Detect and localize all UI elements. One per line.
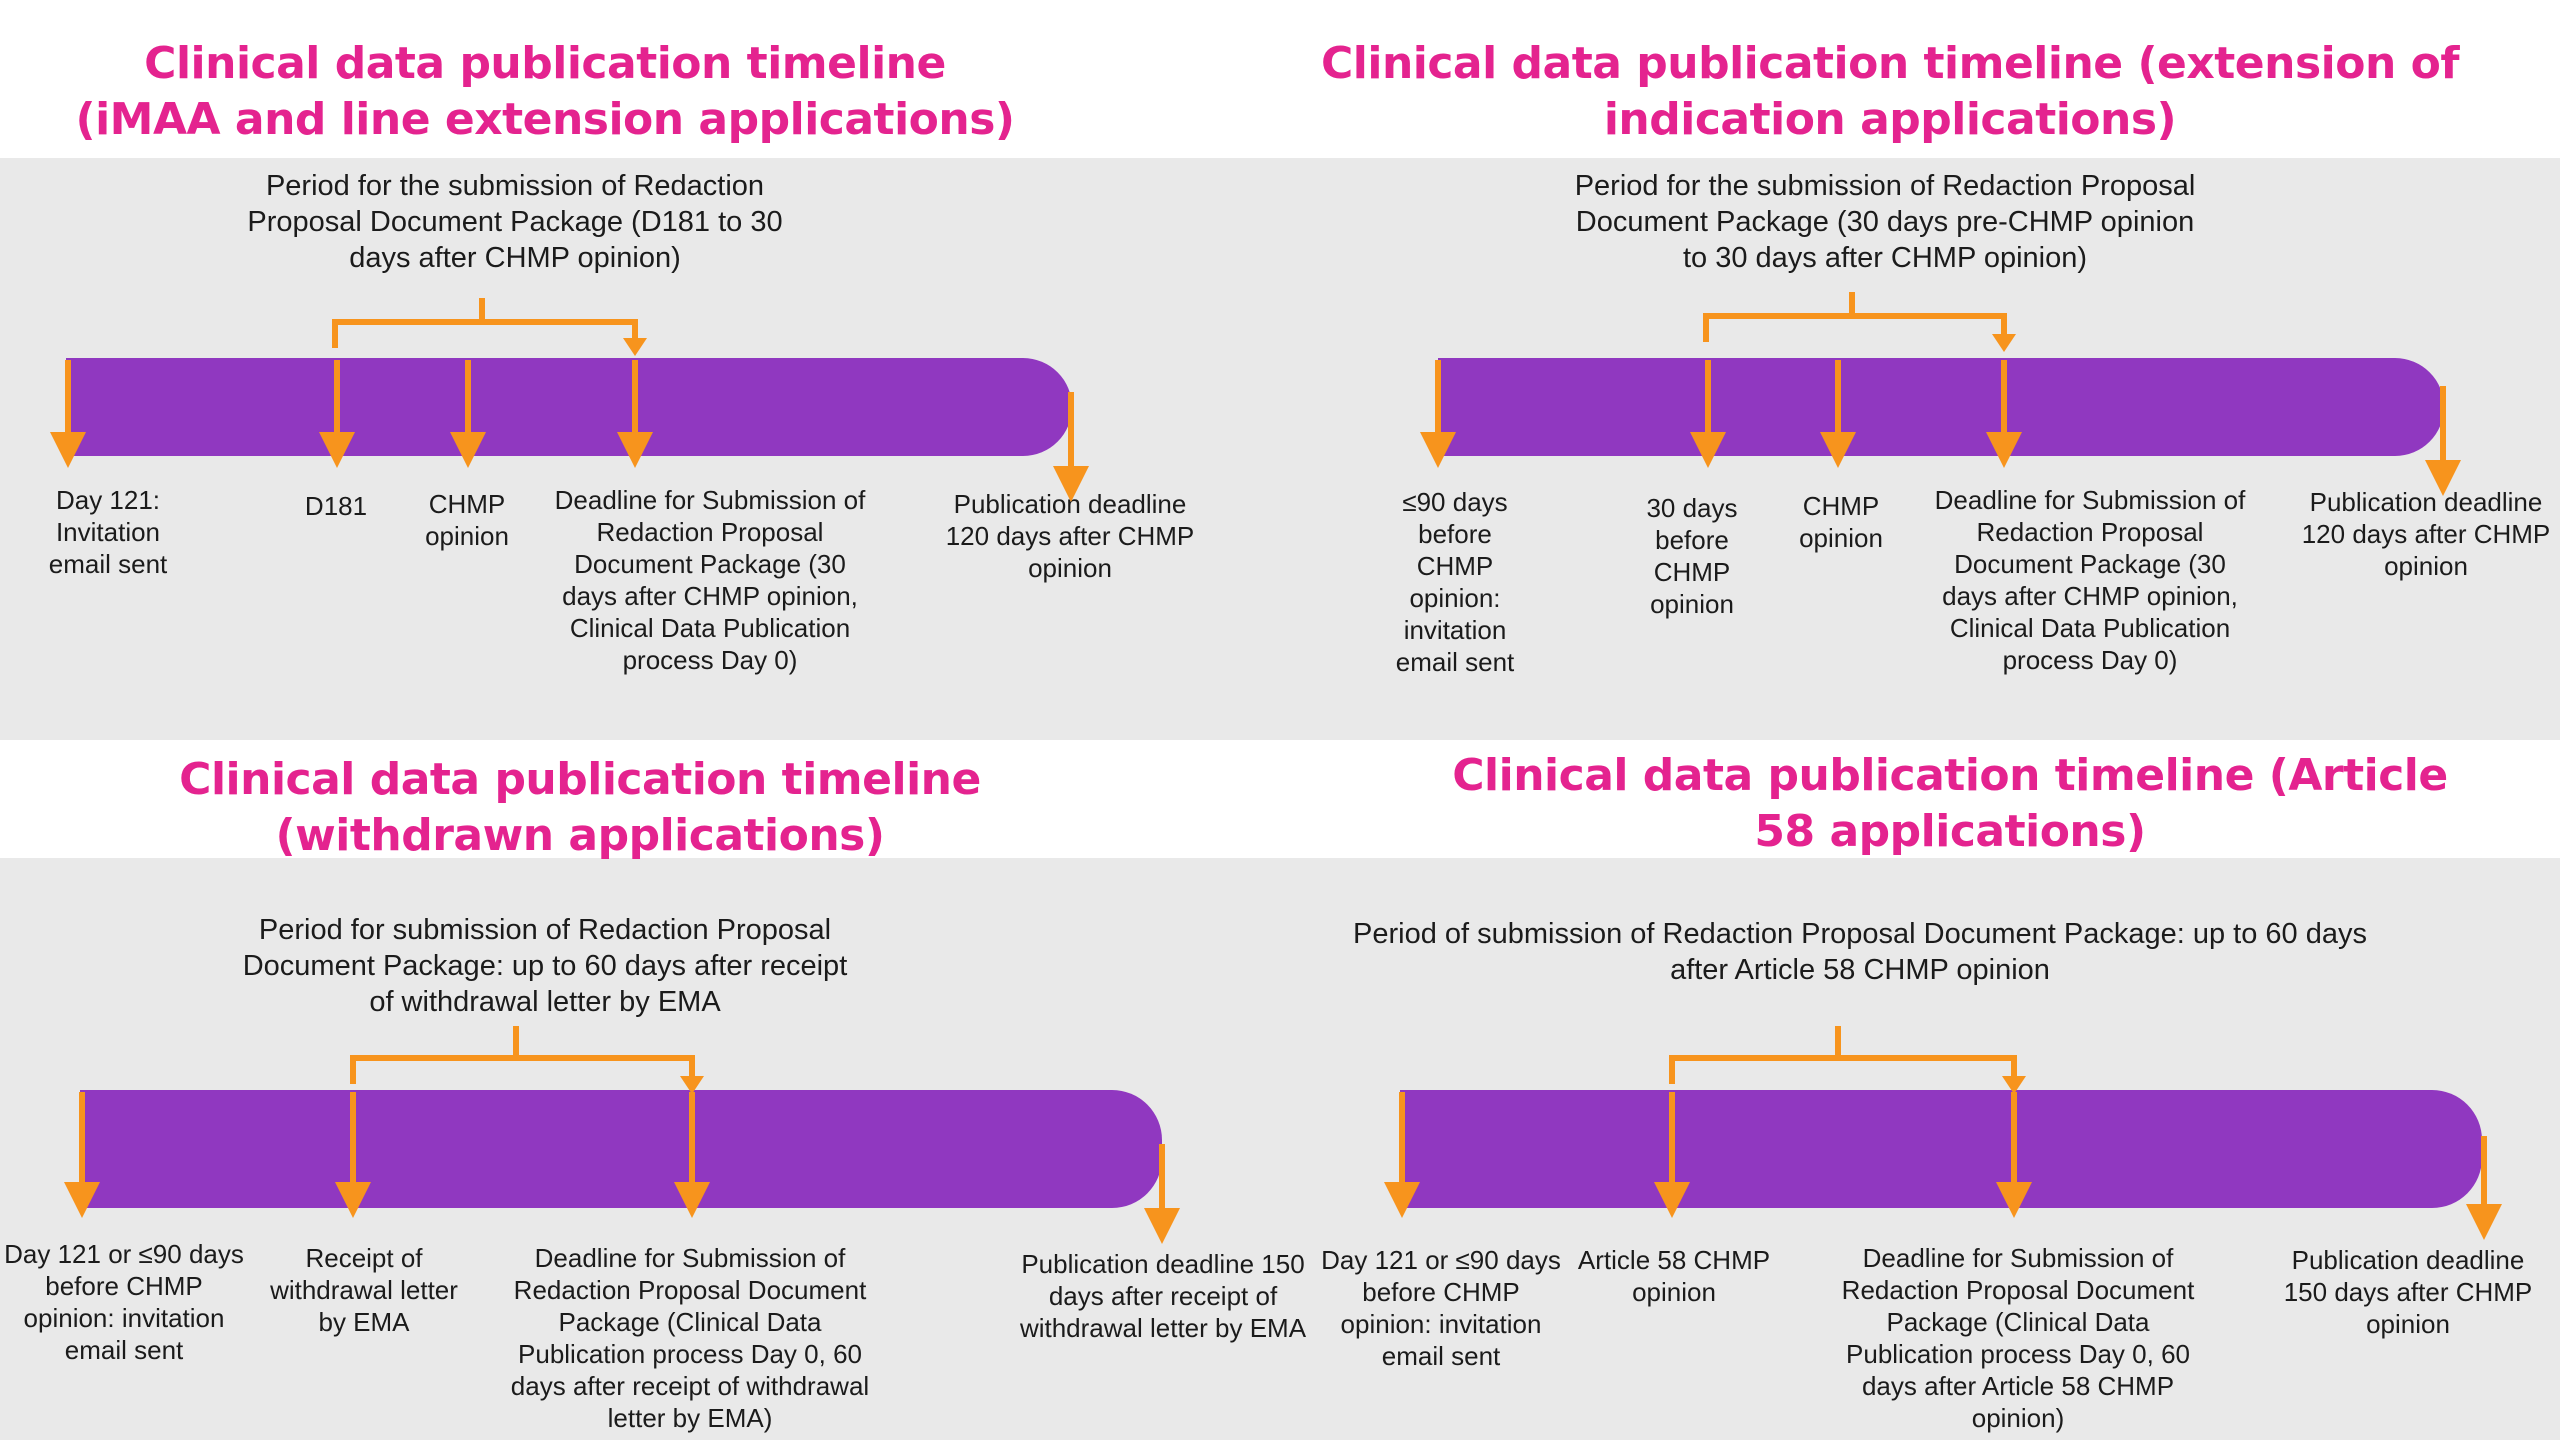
panel4-period: Period of submission of Redaction Propos… <box>1353 918 2367 986</box>
panel4-label-invitation: Day 121 or ≤90 days before CHMP opinion:… <box>1321 1245 1561 1371</box>
panel3-arrows <box>64 1026 1180 1244</box>
period-bracket <box>1703 313 2007 342</box>
panel1-label-d181: D181 <box>304 491 368 521</box>
panel2-label-chmp: CHMP opinion <box>1799 491 1883 553</box>
panel4-title: Clinical data publication timeline (Arti… <box>1452 750 2448 857</box>
panel2-label-deadline: Deadline for Submission of Redaction Pro… <box>1934 485 2246 675</box>
panel3-label-deadline: Deadline for Submission of Redaction Pro… <box>510 1243 870 1433</box>
panel1-title: Clinical data publication timeline (iMAA… <box>75 38 1015 145</box>
panel4-label-publication: Publication deadline 150 days after CHMP… <box>2283 1245 2533 1339</box>
panel1-timeline-bar <box>66 358 1072 456</box>
period-bracket <box>332 319 638 348</box>
panel1-label-day121: Day 121: Invitation email sent <box>48 485 168 579</box>
panel4-timeline-bar <box>1400 1090 2482 1208</box>
panel1-period: Period for the submission of Redaction P… <box>247 170 783 274</box>
panel1-label-chmp: CHMP opinion <box>425 489 509 551</box>
panel3-title: Clinical data publication timeline (with… <box>179 754 981 861</box>
panel1-label-deadline: Deadline for Submission of Redaction Pro… <box>554 485 866 675</box>
panel2-arrows <box>1420 292 2461 496</box>
panel4-label-deadline: Deadline for Submission of Redaction Pro… <box>1841 1243 2195 1433</box>
panel3-label-invitation: Day 121 or ≤90 days before CHMP opinion:… <box>4 1239 244 1365</box>
panel3-label-publication: Publication deadline 150 days after rece… <box>1019 1249 1307 1343</box>
arrow-down-icon <box>623 338 647 356</box>
panel4-label-article58: Article 58 CHMP opinion <box>1577 1245 1771 1307</box>
panel3-label-receipt: Receipt of withdrawal letter by EMA <box>270 1243 458 1337</box>
panel3-period: Period for submission of Redaction Propo… <box>242 914 848 1018</box>
arrow-down-icon <box>1992 334 2016 352</box>
arrow-down-icon <box>2002 1076 2026 1094</box>
panel2-label-invitation: ≤90 days before CHMP opinion: invitation… <box>1395 487 1515 677</box>
period-bracket <box>350 1055 695 1084</box>
panel2-label-30days: 30 days before CHMP opinion <box>1646 493 1738 619</box>
panel1-arrows <box>50 298 1089 502</box>
panel2-title: Clinical data publication timeline (exte… <box>1320 38 2460 145</box>
arrow-down-icon <box>680 1076 704 1094</box>
period-bracket <box>1669 1055 2017 1084</box>
panel3-timeline-bar <box>80 1090 1162 1208</box>
panel4-arrows <box>1384 1026 2502 1240</box>
panel2-period: Period for the submission of Redaction P… <box>1574 170 2196 274</box>
panel2-timeline-bar <box>1438 358 2444 456</box>
